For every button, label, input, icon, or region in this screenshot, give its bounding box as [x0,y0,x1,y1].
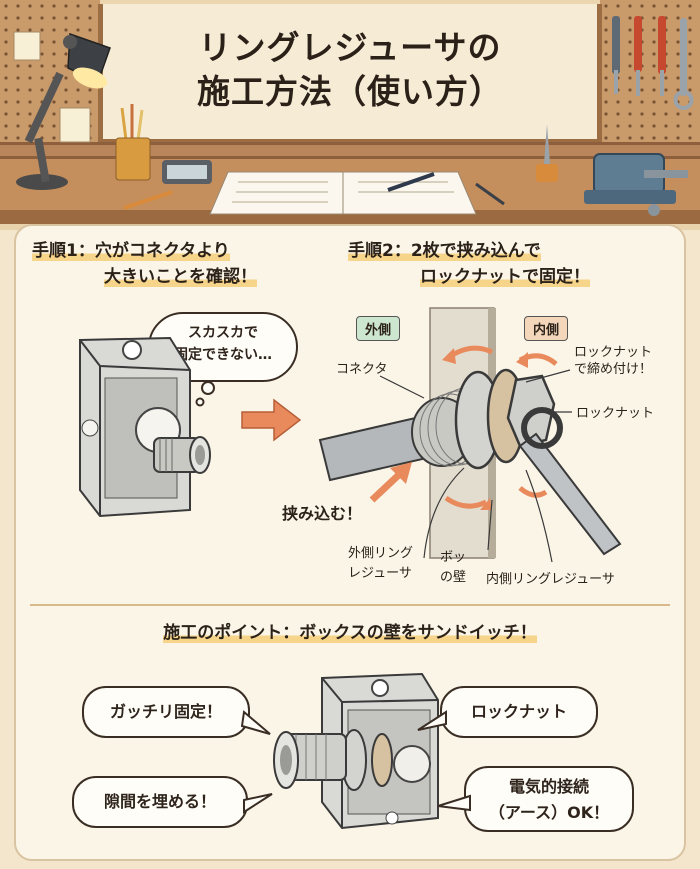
step1-title: 手順1：穴がコネクタより 大きいことを確認！ [32,238,257,290]
desk-lamp-icon [16,32,111,190]
step2-title-line-2: ロックナットで固定！ [420,267,590,287]
point-title-text: 施工のポイント：ボックスの壁をサンドイッチ！ [163,623,537,643]
section-divider [30,604,670,606]
connector-label: コネクタ [336,362,388,377]
wall-label: ボッ の壁 [440,550,467,585]
inside-tag: 内側 [524,316,569,341]
bubble-fixed: ガッチリ固定！ [82,686,250,738]
step1-title-line-1: 手順1：穴がコネクタより [32,241,230,261]
locknut-label: ロックナット [576,406,655,421]
clock-icon [162,160,212,184]
pencil-cup-icon [115,104,151,181]
bubble-locknut: ロックナット [440,686,598,738]
oil-can-icon [536,124,558,182]
next-step-arrow-icon [241,398,302,442]
thought-dots [195,381,215,407]
pencil-icon [123,190,173,210]
hanging-tools-icon [612,16,694,110]
title-line-1: リングレジューサの [198,28,502,67]
sticky-notes [13,31,91,143]
desk-edge [0,210,700,224]
outside-tag: 外側 [356,316,401,341]
page-title: リングレジューサの 施工方法（使い方） [118,26,582,114]
bubble-earth: 電気的接続 （アース）OK！ [464,766,634,832]
junction-box-fixed-illustration [273,672,439,830]
notebook-icon [209,171,477,215]
step2-title: 手順2：2枚で挟み込んで ロックナットで固定！ [348,238,590,290]
sandwich-label: 挟み込む！ [282,504,363,523]
point-title: 施工のポイント：ボックスの壁をサンドイッチ！ [0,620,700,646]
inner-ring-label: 内側リングレジューサ [486,572,615,587]
step1-title-line-2: 大きいことを確認！ [104,267,257,287]
tighten-label: ロックナット で締め付け！ [574,345,653,377]
bubble-gap: 隙間を埋める！ [72,776,248,828]
step2-title-line-1: 手順2：2枚で挟み込んで [348,241,541,261]
pen-icon [475,182,505,206]
bench-vise-icon [584,153,688,216]
title-line-2: 施工方法（使い方） [197,72,503,111]
junction-box-loose-illustration [79,336,211,518]
outer-ring-label: 外側リング レジューサ [348,546,414,581]
locknut-assembly-illustration [318,307,622,563]
